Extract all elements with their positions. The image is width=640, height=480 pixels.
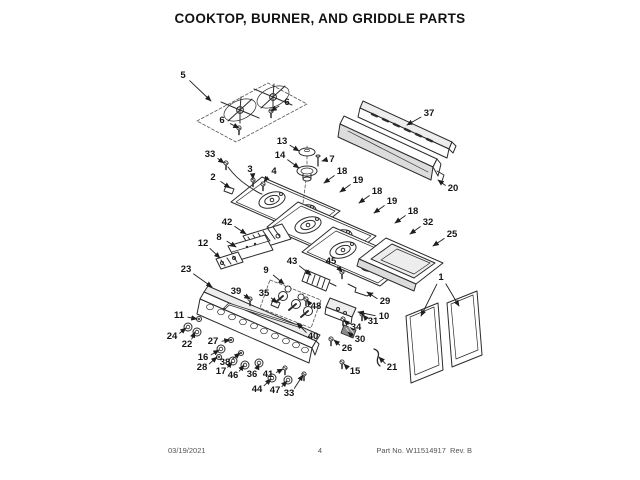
callout-35: 35 bbox=[258, 288, 270, 299]
callout-24: 24 bbox=[166, 331, 178, 342]
manifold-rail-front bbox=[337, 115, 445, 182]
callout-31: 31 bbox=[367, 316, 379, 327]
callout-46: 46 bbox=[227, 370, 239, 381]
manifold-pipe bbox=[222, 302, 303, 329]
callout-3: 3 bbox=[247, 164, 253, 175]
callout-11: 11 bbox=[173, 310, 185, 321]
callout-30: 30 bbox=[354, 334, 366, 345]
callout-42: 42 bbox=[221, 217, 233, 228]
callout-10: 10 bbox=[378, 311, 390, 322]
callout-40: 40 bbox=[307, 331, 319, 342]
callout-18: 18 bbox=[371, 186, 383, 197]
footer-page-number: 4 bbox=[317, 446, 323, 455]
callout-32: 32 bbox=[422, 217, 434, 228]
callout-4: 4 bbox=[271, 166, 277, 177]
gas-valve-assembly bbox=[247, 279, 322, 329]
footer-part-number: Part No. W11514917 Rev. B bbox=[376, 446, 472, 455]
callout-17: 17 bbox=[215, 366, 227, 377]
callout-38: 38 bbox=[219, 357, 231, 368]
callout-8: 8 bbox=[216, 232, 222, 243]
callout-48: 48 bbox=[310, 301, 322, 312]
callout-36: 36 bbox=[246, 369, 258, 380]
callout-20: 20 bbox=[447, 183, 459, 194]
callout-29: 29 bbox=[379, 296, 391, 307]
callout-34: 34 bbox=[350, 322, 362, 333]
callout-18: 18 bbox=[407, 206, 419, 217]
callout-6: 6 bbox=[284, 97, 290, 108]
callout-14: 14 bbox=[274, 150, 286, 161]
callout-9: 9 bbox=[263, 265, 269, 276]
callout-41: 41 bbox=[262, 369, 274, 380]
callout-21: 21 bbox=[386, 362, 398, 373]
callout-19: 19 bbox=[352, 175, 364, 186]
callout-13: 13 bbox=[276, 136, 288, 147]
callout-33: 33 bbox=[204, 149, 216, 160]
callout-15: 15 bbox=[349, 366, 361, 377]
callout-22: 22 bbox=[181, 339, 193, 350]
callout-28: 28 bbox=[196, 362, 208, 373]
small-burner-part bbox=[215, 251, 244, 270]
callout-12: 12 bbox=[197, 238, 209, 249]
callout-16: 16 bbox=[197, 352, 209, 363]
callout-43: 43 bbox=[286, 256, 298, 267]
backguard-trim-rail bbox=[357, 100, 457, 159]
burner-grate-assembly bbox=[196, 82, 308, 143]
side-panel-left bbox=[405, 302, 444, 384]
callout-6: 6 bbox=[219, 115, 225, 126]
callout-25: 25 bbox=[446, 229, 458, 240]
callout-44: 44 bbox=[251, 384, 263, 395]
callout-23: 23 bbox=[180, 264, 192, 275]
callout-37: 37 bbox=[423, 108, 435, 119]
callout-39: 39 bbox=[230, 286, 242, 297]
callout-27: 27 bbox=[207, 336, 219, 347]
callout-26: 26 bbox=[341, 343, 353, 354]
callout-2: 2 bbox=[210, 172, 216, 183]
side-panel-right bbox=[446, 290, 483, 368]
burner-cap-and-base bbox=[296, 145, 321, 204]
callout-5: 5 bbox=[180, 70, 186, 81]
callout-18: 18 bbox=[336, 166, 348, 177]
callout-33: 33 bbox=[283, 388, 295, 399]
callout-45: 45 bbox=[325, 256, 337, 267]
callout-47: 47 bbox=[269, 385, 281, 396]
page-title: COOKTOP, BURNER, AND GRIDDLE PARTS bbox=[174, 11, 466, 26]
griddle-plate bbox=[356, 237, 444, 292]
callout-7: 7 bbox=[329, 154, 335, 165]
callout-19: 19 bbox=[386, 196, 398, 207]
callout-1: 1 bbox=[438, 272, 444, 283]
footer-date: 03/19/2021 bbox=[168, 446, 206, 455]
callout-arrows bbox=[179, 80, 460, 389]
